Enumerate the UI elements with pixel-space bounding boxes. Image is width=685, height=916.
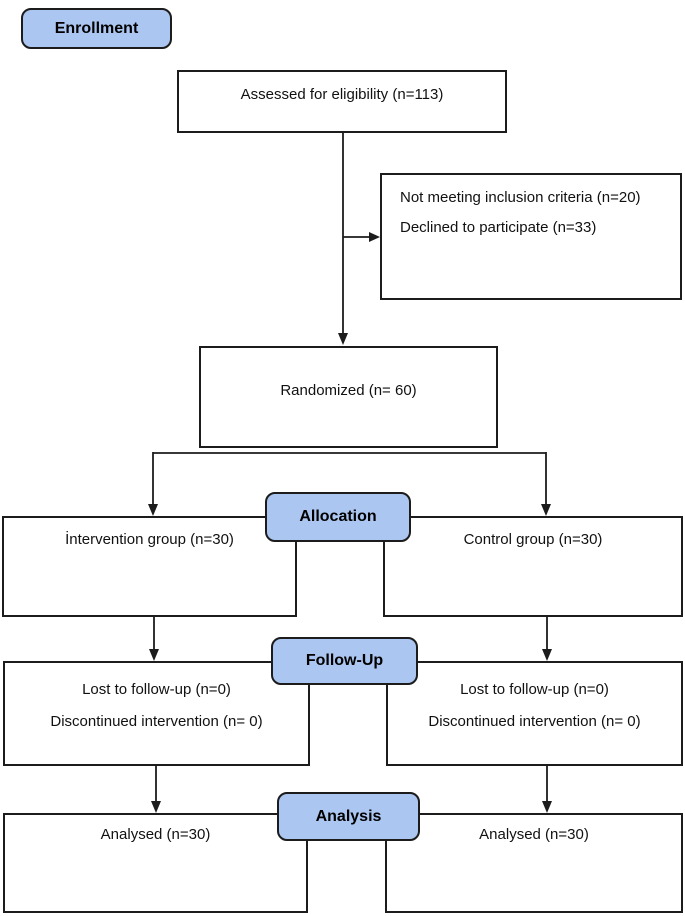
analysed-right-box: Analysed (n=30) <box>385 813 683 913</box>
arrowhead-followup-left <box>149 649 159 661</box>
arrowhead-excluded <box>369 232 380 242</box>
intervention-group-box: İntervention group (n=30) <box>2 516 297 617</box>
analysed-left-box: Analysed (n=30) <box>3 813 308 913</box>
control-group-text: Control group (n=30) <box>463 531 603 548</box>
enrollment-stage-label: Enrollment <box>21 8 172 49</box>
arrowhead-analysed-left <box>151 801 161 813</box>
arrowhead-intervention <box>148 504 158 516</box>
assessed-eligibility-text: Assessed for eligibility (n=113) <box>240 86 444 103</box>
analysis-stage-text: Analysis <box>315 807 382 825</box>
assessed-eligibility-box: Assessed for eligibility (n=113) <box>177 70 507 133</box>
arrowhead-followup-right <box>542 649 552 661</box>
excluded-line-2: Declined to participate (n=33) <box>400 219 597 236</box>
arrowhead-analysed-right <box>542 801 552 813</box>
enrollment-stage-text: Enrollment <box>54 19 139 37</box>
allocation-stage-text: Allocation <box>299 508 377 525</box>
followup-left-box: Lost to follow-up (n=0) Discontinued int… <box>3 661 310 766</box>
followup-right-box: Lost to follow-up (n=0) Discontinued int… <box>386 661 683 766</box>
followup-left-line-1: Lost to follow-up (n=0) <box>82 681 231 698</box>
intervention-group-text: İntervention group (n=30) <box>65 531 234 548</box>
analysis-stage-label: Analysis <box>277 792 420 841</box>
randomized-text: Randomized (n= 60) <box>280 382 417 399</box>
followup-right-line-1: Lost to follow-up (n=0) <box>460 681 609 698</box>
followup-stage-text: Follow-Up <box>305 652 384 669</box>
control-group-box: Control group (n=30) <box>383 516 683 617</box>
excluded-box: Not meeting inclusion criteria (n=20) De… <box>380 173 682 300</box>
analysed-right-text: Analysed (n=30) <box>479 826 589 843</box>
followup-stage-label: Follow-Up <box>271 637 418 685</box>
followup-left-line-2: Discontinued intervention (n= 0) <box>50 713 263 730</box>
allocation-stage-label: Allocation <box>265 492 411 542</box>
randomized-box: Randomized (n= 60) <box>199 346 498 448</box>
excluded-line-1: Not meeting inclusion criteria (n=20) <box>400 189 641 206</box>
followup-right-line-2: Discontinued intervention (n= 0) <box>428 713 641 730</box>
arrowhead-randomized <box>338 333 348 345</box>
analysed-left-text: Analysed (n=30) <box>100 826 211 843</box>
arrowhead-control <box>541 504 551 516</box>
